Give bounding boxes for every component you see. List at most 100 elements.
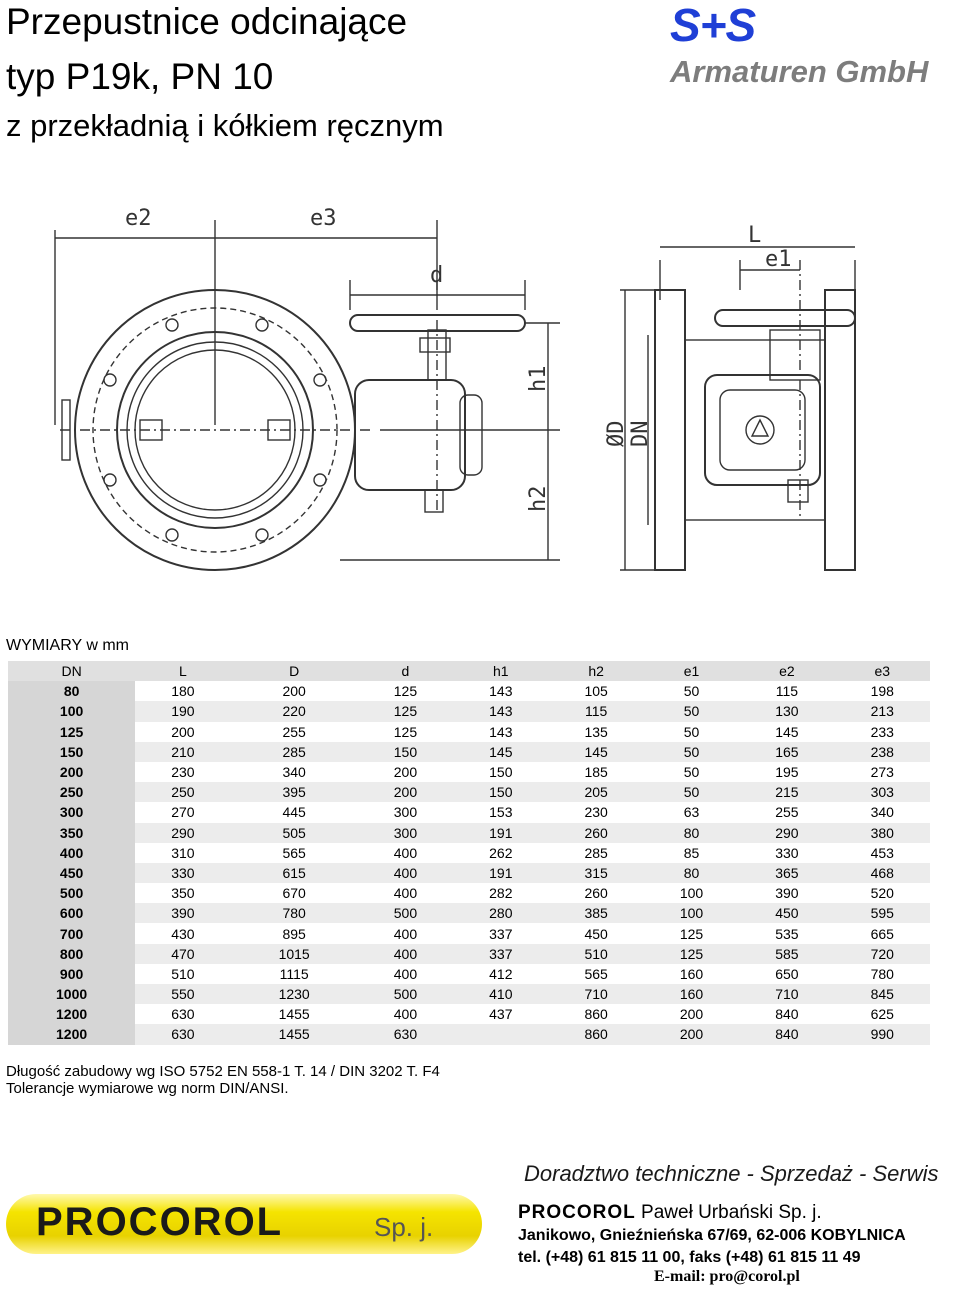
table-cell: 300 [357,822,454,843]
subtitle: z przekładnią i kółkiem ręcznym [6,108,444,143]
table-cell: 990 [834,1024,930,1045]
table-cell: 200 [135,721,231,742]
table-cell: 238 [834,741,930,762]
table-cell: 50 [643,761,740,783]
table-cell: 400 [357,883,454,904]
table-cell: 1455 [230,1004,358,1025]
table-cell: 400 [357,862,454,884]
table-cell: 63 [643,802,740,823]
table-cell: 390 [135,903,231,924]
table-cell: 860 [548,1024,644,1045]
table-cell: 200 [357,761,454,783]
company-name: Armaturen GmbH [670,54,929,89]
table-cell: 150 [357,741,454,762]
table-cell: 205 [548,782,644,803]
dim-label-e2: e2 [125,206,152,231]
table-cell: 380 [834,822,930,843]
table-cell: 150 [8,741,136,762]
dim-label-d: d [430,263,443,288]
table-cell: 840 [739,1004,835,1025]
table-cell: 230 [135,761,231,783]
table-cell: 50 [643,741,740,762]
dim-label-e1: e1 [765,247,792,272]
table-cell: 450 [739,903,835,924]
table-cell: 160 [643,963,740,984]
table-cell: 273 [834,761,930,783]
table-cell: 285 [230,741,358,762]
table-cell: 80 [8,681,136,702]
table-cell: 310 [135,842,231,863]
table-cell: 255 [230,721,358,742]
table-cell: 145 [548,741,644,762]
dim-label-h1: h1 [526,366,551,393]
table-cell: 213 [834,701,930,722]
table-cell: 400 [357,1004,454,1025]
column-header: h2 [548,661,644,682]
table-cell: 1200 [8,1024,136,1045]
table-cell: 437 [453,1004,549,1025]
table-cell: 565 [230,842,358,863]
table-cell: 470 [135,943,231,964]
dim-label-L: L [748,223,761,248]
column-header: e1 [643,661,740,682]
table-cell: 233 [834,721,930,742]
dim-label-dn: DN [628,421,653,448]
table-cell: 100 [643,903,740,924]
table-cell: 260 [548,822,644,843]
table-cell: 125 [643,923,740,944]
table-cell: 468 [834,862,930,884]
table-cell: 200 [357,782,454,803]
table-cell: 160 [643,984,740,1005]
table-cell: 50 [643,681,740,702]
table-cell: 780 [230,903,358,924]
table-cell: 150 [453,782,549,803]
contact-address: Janikowo, Gnieźnieńska 67/69, 62-006 KOB… [518,1227,906,1244]
table-cell: 145 [453,741,549,762]
table-cell: 50 [643,782,740,803]
table-cell: 50 [643,721,740,742]
table-cell: 337 [453,943,549,964]
table-cell: 115 [739,681,835,702]
table-cell: 105 [548,681,644,702]
table-cell: 100 [8,701,136,722]
table-cell: 630 [135,1004,231,1025]
table-caption: WYMIARY w mm [6,637,129,654]
column-header: e3 [834,661,930,682]
table-cell: 180 [135,681,231,702]
technical-drawing: e2 e3 d h1 h2 L e1 ØD DN [54,206,856,571]
table-cell: 505 [230,822,358,843]
table-cell: 330 [135,862,231,884]
table-cell: 585 [739,943,835,964]
table-cell: 550 [135,984,231,1005]
table-cell: 125 [8,721,136,742]
table-cell: 445 [230,802,358,823]
contact-email[interactable]: E-mail: pro@corol.pl [654,1268,800,1285]
dim-label-e3: e3 [310,206,337,231]
table-cell: 200 [643,1004,740,1025]
table-cell: 510 [548,943,644,964]
front-view [54,220,560,571]
table-cell: 145 [739,721,835,742]
table-cell: 250 [8,782,136,803]
table-cell: 895 [230,923,358,944]
table-cell: 390 [739,883,835,904]
table-cell: 710 [548,984,644,1005]
table-cell: 280 [453,903,549,924]
table-cell: 191 [453,862,549,884]
table-cell: 650 [739,963,835,984]
table-cell: 400 [357,923,454,944]
column-header: h1 [453,661,549,682]
contact-company-bold: PROCOROL [518,1202,636,1223]
table-cell: 410 [453,984,549,1005]
table-cell: 153 [453,802,549,823]
table-cell: 845 [834,984,930,1005]
procorol-logo: PROCOROL Sp. j. [6,1194,482,1254]
